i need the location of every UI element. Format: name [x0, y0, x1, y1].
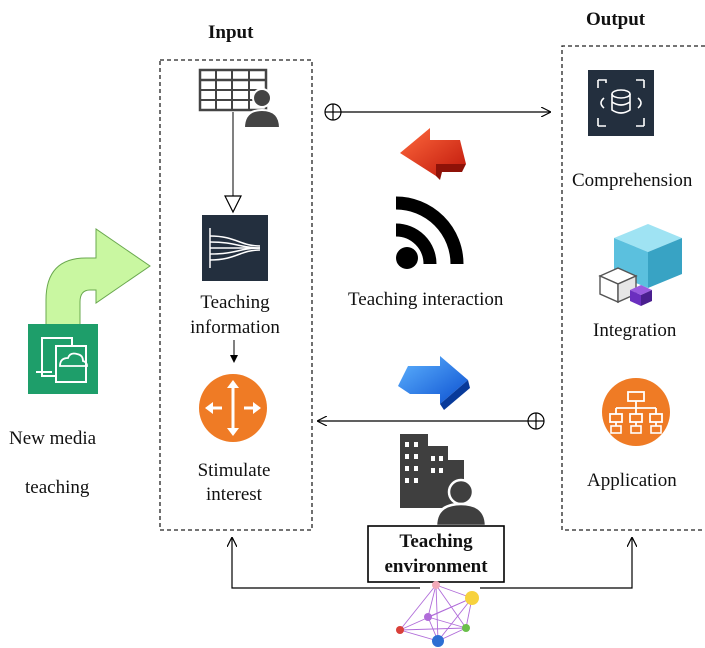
red-arrow-icon [400, 128, 466, 180]
blue-arrow-icon [398, 356, 470, 410]
environment-box [367, 525, 505, 583]
org-chart-icon [602, 378, 670, 446]
xor-symbol-top [324, 103, 342, 121]
network-graph-icon [396, 581, 479, 647]
stimulate-interest-label-line1: Stimulate [197, 460, 271, 481]
database-icon [588, 70, 654, 136]
teaching-interaction-label: Teaching interaction [348, 289, 504, 310]
new-media-icon [28, 324, 98, 394]
output-box [561, 45, 705, 531]
new-media-label-line1: New media [9, 428, 97, 449]
output-heading: Output [586, 9, 646, 30]
application-label: Application [587, 470, 677, 491]
integration-label: Integration [593, 320, 677, 341]
rss-icon [395, 196, 464, 269]
teaching-information-icon [202, 215, 268, 281]
cubes-icon [598, 224, 682, 306]
feedback-path [232, 538, 420, 589]
router-icon [199, 374, 267, 442]
feedback-path-right [480, 538, 632, 589]
data-table-user-icon [198, 68, 282, 129]
environment-label-line1: Teaching [399, 531, 473, 552]
stimulate-interest-label-line2: interest [206, 484, 262, 505]
teaching-information-label-line1: Teaching [200, 292, 270, 313]
comprehension-label: Comprehension [572, 170, 693, 191]
input-heading: Input [208, 22, 254, 43]
teaching-information-label-line2: information [190, 317, 280, 338]
environment-label-line2: environment [384, 556, 488, 577]
curved-arrow-icon [45, 228, 151, 327]
input-box [159, 59, 313, 531]
new-media-label-line2: teaching [25, 477, 90, 498]
xor-symbol-bottom [527, 412, 545, 430]
city-user-icon [400, 434, 488, 528]
